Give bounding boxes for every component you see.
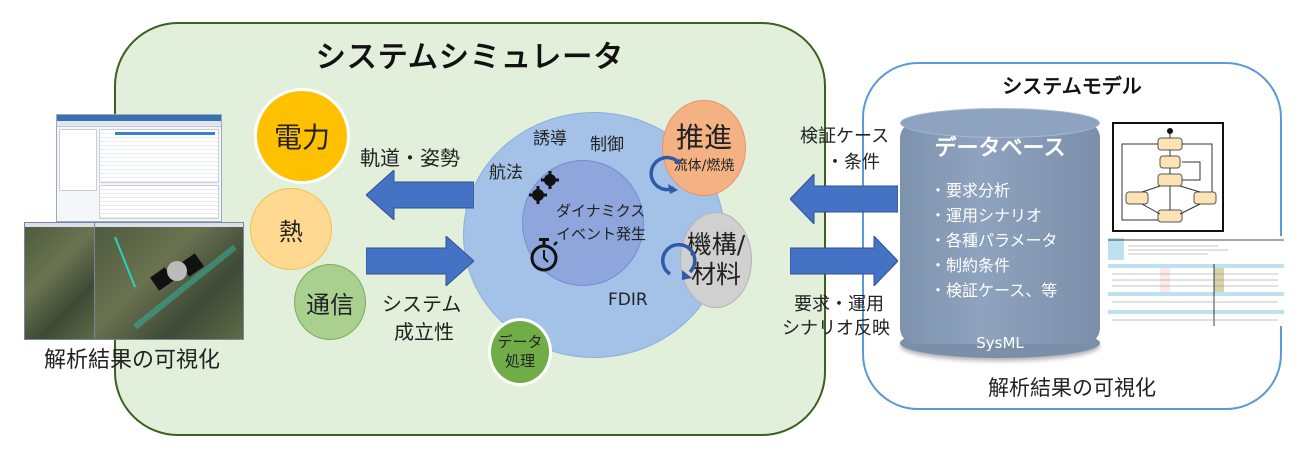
mechanism-material-subsystem: 機構/ 材料 xyxy=(680,212,752,308)
database-cylinder: データベース ・要求分析 ・運用シナリオ ・各種パラメータ ・制約条件 ・検証ケ… xyxy=(900,108,1100,358)
state-machine-diagram xyxy=(1112,122,1224,232)
satellite-icon xyxy=(114,236,237,330)
loop-arrow-propulsion-icon xyxy=(649,155,682,194)
navigation-label: 航法 xyxy=(489,163,523,183)
satellite-3d-view-screenshot xyxy=(94,222,244,340)
loop-arrow-mechanism-icon xyxy=(661,242,697,280)
spreadsheet-thumbnail xyxy=(1108,236,1284,326)
gears-icon xyxy=(529,171,559,204)
map-view-screenshot xyxy=(24,222,96,340)
control-label: 制御 xyxy=(590,135,624,155)
thermal-subsystem: 熱 xyxy=(250,188,332,270)
left-visualization-caption: 解析結果の可視化 xyxy=(43,348,220,373)
feasibility-label-1: システム xyxy=(382,292,462,316)
propulsion-subsystem: 推進 流体/燃焼 xyxy=(662,100,746,196)
simulator-title: システムシミュレータ xyxy=(315,40,625,75)
software-screenshot xyxy=(56,114,222,222)
database-item: ・各種パラメータ xyxy=(930,231,1058,250)
event-generation-label: イベント発生 xyxy=(556,225,647,243)
data-processing-subsystem: データ 処理 xyxy=(488,318,552,386)
model-title: システムモデル xyxy=(1002,74,1142,98)
fdir-label: FDIR xyxy=(608,290,648,310)
database-title: データベース xyxy=(934,136,1066,161)
database-item: ・運用シナリオ xyxy=(930,206,1043,225)
verification-case-label-2: ・条件 xyxy=(826,152,880,173)
database-items: ・要求分析 ・運用シナリオ ・各種パラメータ ・制約条件 ・検証ケース、等 xyxy=(930,178,1058,303)
guidance-label: 誘導 xyxy=(533,129,567,149)
database-item: ・制約条件 xyxy=(930,256,1011,275)
power-subsystem: 電力 xyxy=(254,88,350,184)
requirement-label-1: 要求・運用 xyxy=(794,294,884,315)
database-item: ・検証ケース、等 xyxy=(930,281,1058,300)
arrow-to-subsystems xyxy=(366,170,474,220)
verification-case-label-1: 検証ケース xyxy=(800,126,890,147)
dynamics-label: ダイナミクス xyxy=(556,202,646,220)
feasibility-label-2: 成立性 xyxy=(394,320,454,344)
arrow-verification-to-simulator xyxy=(790,174,898,224)
requirement-label-2: シナリオ反映 xyxy=(782,318,890,339)
sysml-label: SysML xyxy=(976,334,1024,352)
comm-subsystem: 通信 xyxy=(294,264,366,340)
arrow-to-core xyxy=(366,236,474,286)
database-item: ・要求分析 xyxy=(930,181,1011,200)
model-visualization-caption: 解析結果の可視化 xyxy=(988,376,1156,400)
orbit-attitude-label: 軌道・姿勢 xyxy=(360,146,460,170)
arrow-requirements-to-model xyxy=(790,236,898,286)
stopwatch-icon xyxy=(530,238,558,272)
